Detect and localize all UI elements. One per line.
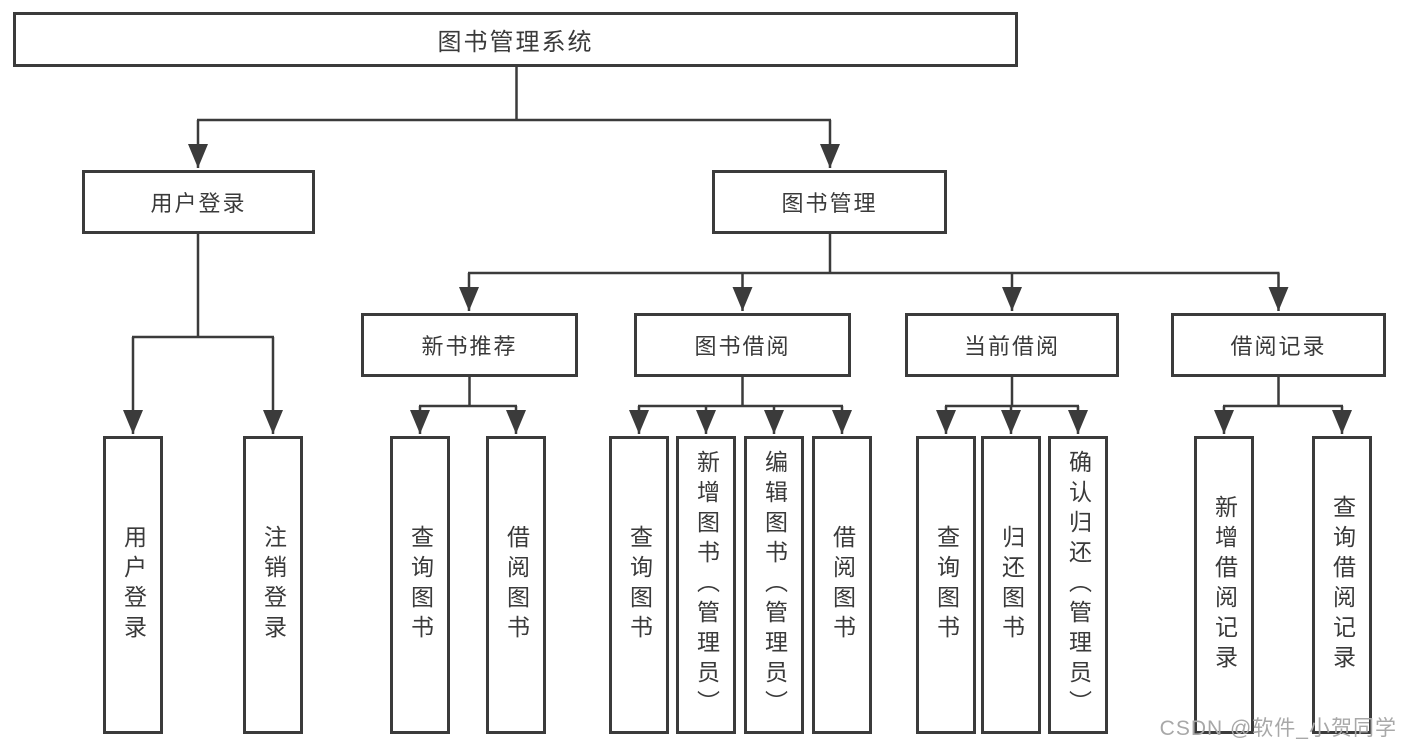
node-borrowing-records: 借阅记录 xyxy=(1171,313,1386,377)
connector-book-mgmt-trunk xyxy=(468,234,1280,275)
leaf-confirm-return-admin: 确认归还（管理员） xyxy=(1048,436,1108,734)
leaf-borrow-books: 借阅图书 xyxy=(486,436,546,734)
node-new-book-recommendation: 新书推荐 xyxy=(361,313,578,377)
connector-user-login-trunk xyxy=(132,234,274,339)
node-label: 查询图书 xyxy=(626,525,653,645)
node-book-borrowing: 图书借阅 xyxy=(634,313,851,377)
leaf-user-login: 用户登录 xyxy=(103,436,163,734)
node-label: 归还图书 xyxy=(998,525,1025,645)
leaf-query-books: 查询图书 xyxy=(609,436,669,734)
node-label: 用户登录 xyxy=(150,191,247,216)
node-label: 借阅图书 xyxy=(503,525,530,645)
node-label: 借阅记录 xyxy=(1230,334,1327,359)
node-label: 编辑图书（管理员） xyxy=(761,450,788,720)
leaf-borrow-books: 借阅图书 xyxy=(812,436,872,734)
leaf-add-book-admin: 新增图书（管理员） xyxy=(676,436,736,734)
csdn-watermark: CSDN @软件_小贺同学 xyxy=(1159,717,1397,740)
connector-book-borrow-trunk xyxy=(638,377,843,408)
node-book-management: 图书管理 xyxy=(712,170,947,234)
connector-new-book-rec-trunk xyxy=(419,377,517,408)
node-label: 确认归还（管理员） xyxy=(1065,450,1092,720)
node-label: 新书推荐 xyxy=(421,334,518,359)
node-label: 查询图书 xyxy=(407,525,434,645)
node-current-borrowing: 当前借阅 xyxy=(905,313,1119,377)
connector-current-borrow-trunk xyxy=(945,377,1079,408)
node-label: 用户登录 xyxy=(120,525,147,645)
leaf-logout: 注销登录 xyxy=(243,436,303,734)
leaf-query-books: 查询图书 xyxy=(390,436,450,734)
leaf-query-borrow-record: 查询借阅记录 xyxy=(1312,436,1372,734)
node-label: 图书借阅 xyxy=(694,334,791,359)
node-label: 借阅图书 xyxy=(829,525,856,645)
leaf-edit-book-admin: 编辑图书（管理员） xyxy=(744,436,804,734)
connector-root-trunk xyxy=(197,67,831,122)
node-label: 查询借阅记录 xyxy=(1329,495,1356,675)
leaf-return-book: 归还图书 xyxy=(981,436,1041,734)
leaf-add-borrow-record: 新增借阅记录 xyxy=(1194,436,1254,734)
node-library-system: 图书管理系统 xyxy=(13,12,1018,67)
node-label: 新增借阅记录 xyxy=(1211,495,1238,675)
node-label: 当前借阅 xyxy=(963,334,1060,359)
node-user-login: 用户登录 xyxy=(82,170,315,234)
node-label: 图书管理 xyxy=(781,191,878,216)
connector-borrow-record-trunk xyxy=(1223,377,1343,408)
leaf-query-books: 查询图书 xyxy=(916,436,976,734)
node-label: 新增图书（管理员） xyxy=(693,450,720,720)
node-label: 查询图书 xyxy=(933,525,960,645)
node-label: 图书管理系统 xyxy=(437,29,594,56)
node-label: 注销登录 xyxy=(260,525,287,645)
